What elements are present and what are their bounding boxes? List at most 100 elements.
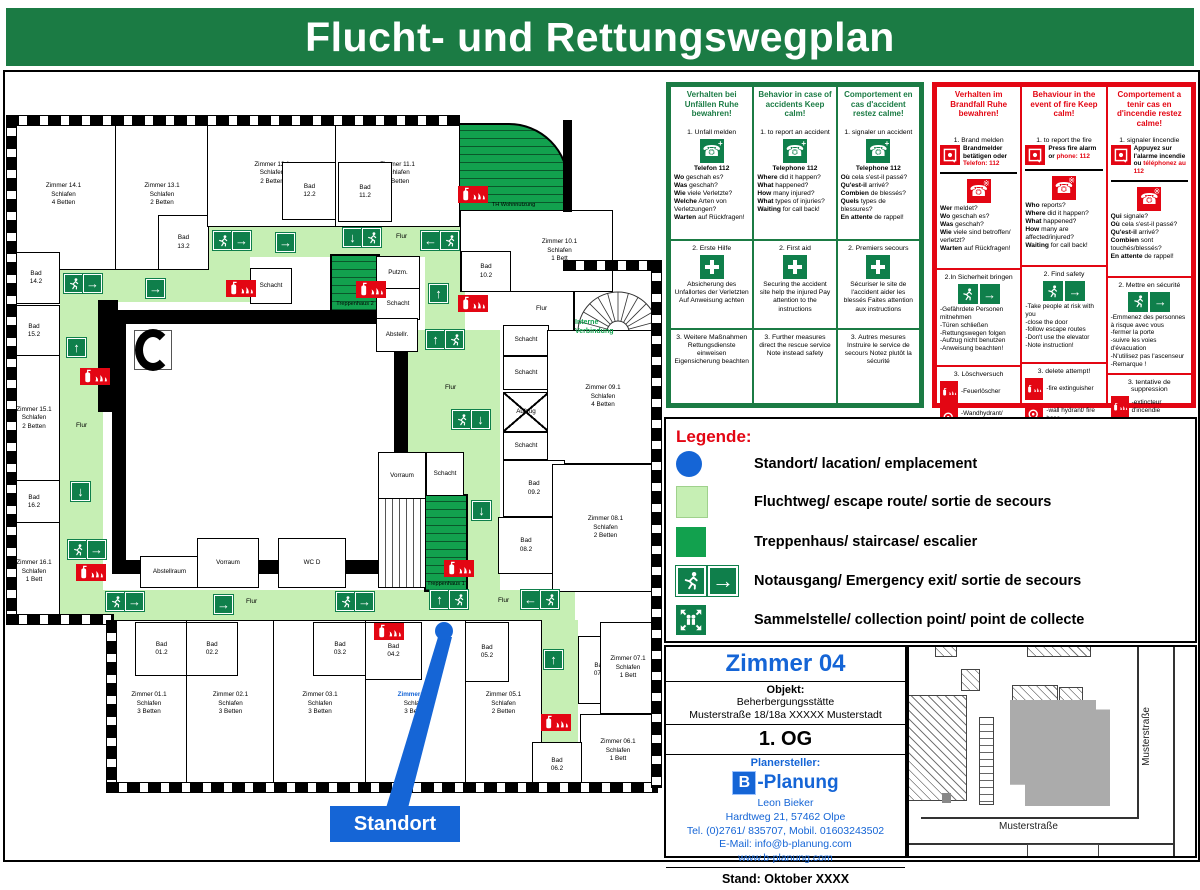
accident-column-0: Verhalten bei Unfällen Ruhe bewahren!1. … [671, 87, 753, 403]
step-2-label: 2. First aid [779, 245, 811, 252]
room-schacht: Schacht [503, 432, 549, 460]
question-line: Warten auf Rückfragen! [674, 214, 745, 222]
item-line: -close the door [1025, 318, 1068, 326]
room-label-line: 1 Bett [551, 255, 568, 263]
fire-extinguisher-icon [541, 714, 571, 731]
room-label-line: Schlafen [593, 523, 618, 531]
exit-sign: ↓ [471, 500, 492, 521]
step-3-label: 3. Autres mesures [850, 334, 906, 341]
room-label-line: Zimmer 12.1 [254, 160, 290, 168]
room-label-line: 07.2 [594, 670, 606, 679]
panel-heading: Behaviour in the event of fire Keep calm… [1030, 90, 1098, 119]
extinguisher-row: -extincteur d'incendie [1110, 395, 1188, 418]
planner-tel: Tel. (0)2761/ 835707, Mobil. 01603243502 [686, 824, 885, 837]
room-label-line: 1 Bett [619, 672, 637, 680]
room-label-line: 3 Betten [137, 708, 161, 716]
emergency-exit-icon: → [675, 565, 740, 597]
street-line [1137, 647, 1139, 819]
section-divider [937, 268, 1021, 271]
step-2-text: Absicherung des Unfallortes der Verletzt… [674, 281, 749, 305]
room-label-line: Schacht [514, 336, 538, 344]
item-line: -Emmenez des personnes à risque avec vou… [1110, 313, 1186, 329]
step-2-label: 2. Erste Hilfe [692, 245, 732, 252]
fire-instructions-panel: Verhalten im Brandfall Ruhe bewahren!1. … [932, 82, 1196, 445]
room-label-line: Schlafen [21, 414, 47, 422]
exit-sign: ↓ [451, 409, 491, 430]
exit-sign: ↑ [428, 283, 449, 304]
legend-label: Fluchtweg/ escape route/ sortie de secou… [754, 494, 1052, 510]
room-label-line: Schlafen [385, 169, 410, 177]
exterior-wall [106, 782, 658, 793]
planner-name: Leon Bieker [757, 797, 814, 810]
room-label-line: Schlafen [590, 392, 616, 400]
phone-number-label: Telephone 112 [855, 165, 901, 172]
planner-section: Planersteller: B -Planung Leon Bieker Ha… [666, 755, 905, 869]
exit-sign: ↑ [543, 649, 564, 670]
room-label-line: 12.2 [303, 191, 316, 198]
room-label-line: Schlafen [403, 699, 429, 707]
legend-item-collection-point: Sammelstelle/ collection point/ point de… [676, 605, 1185, 635]
exit-sign-icons: → [940, 284, 1017, 305]
step-1-label: 1. Brand melden [953, 137, 1004, 144]
room-label-line: Zimmer 08.1 [587, 515, 624, 523]
room-label-line: Zimmer 01.1 [131, 691, 167, 699]
question-line: Combien de blessés? [840, 190, 906, 198]
escape-route-swatch-icon [676, 486, 740, 518]
legend-box: Legende: Standort/ lacation/ emplacement… [664, 417, 1197, 643]
escape-route-corridor [60, 268, 103, 620]
step-1-label: 1. Unfall melden [687, 129, 737, 136]
step-3-label: 3. tentative de suppression [1127, 378, 1171, 393]
section-divider [1022, 362, 1106, 364]
step-3-label: 3. delete attempt! [1037, 368, 1091, 375]
section-divider [837, 239, 919, 241]
room-label-line: 1 Bett [25, 576, 43, 584]
question-line: Was geschah? [940, 221, 984, 229]
step-1-label: 1. to report the fire [1036, 137, 1092, 144]
room-label-line: Zimmer 03.1 [302, 691, 338, 699]
room-label-line: 2 Betten [385, 177, 410, 185]
room-vorraum: Vorraum [197, 538, 259, 588]
step-2-label: 2. Find safety [1043, 271, 1085, 278]
panel-heading: Comportement a tenir cas en d'incendie r… [1117, 90, 1182, 128]
question-line: Wo geschah es? [940, 213, 990, 221]
legend-label: Sammelstelle/ collection point/ point de… [754, 612, 1085, 628]
question-line: Wo geschah es? [674, 174, 724, 181]
fire-extinguisher-icon [76, 564, 106, 581]
plan-text: Flur [536, 305, 548, 312]
questions: Wer meldet?Wo geschah es?Was geschah?Wie… [940, 205, 1017, 265]
small-structure [942, 793, 951, 803]
question-line: Was geschah? [674, 182, 718, 190]
room-label-line: Bad [528, 480, 540, 487]
step-3-text: Rettungsdienste einweisen Eigensicherung… [674, 342, 749, 366]
question-line: Who reports? [1025, 202, 1066, 209]
room-label-line: Schlafen [615, 663, 641, 671]
room-label-line: Schacht [386, 299, 410, 307]
room-label-line: 2 Betten [150, 199, 174, 207]
room-label-line: 08.2 [519, 545, 533, 553]
staircase-label: Treppenhaus 2 [336, 301, 374, 307]
exit-sign-icons: → [1025, 281, 1102, 301]
step-2-items: -Emmenez des personnes à risque avec vou… [1111, 314, 1188, 370]
room-label-line: 06.2 [550, 765, 564, 772]
legend-title: Legende: [676, 427, 752, 446]
room-label-line: 14.2 [29, 278, 43, 285]
step-1-label: 1. signaler un accident [844, 129, 913, 136]
room-label-line: Zimmer 13.1 [144, 182, 180, 190]
first-aid-cross-icon [674, 255, 749, 279]
exit-sign: → [67, 539, 107, 560]
question-line: Qu'est-il arrivé? [1110, 228, 1159, 236]
question-line: What happened? [757, 182, 809, 190]
room-label-line: Schacht [514, 441, 538, 449]
item-line: -Rettungswegen folgen [940, 329, 1006, 337]
room-wc-d: WC D [278, 538, 346, 588]
phone-number-label: Telefon 112 [693, 165, 730, 172]
room-label-line: Bad [206, 640, 218, 648]
room-label-line: Vorraum [216, 558, 240, 566]
exit-sign: ↓ [342, 227, 382, 248]
